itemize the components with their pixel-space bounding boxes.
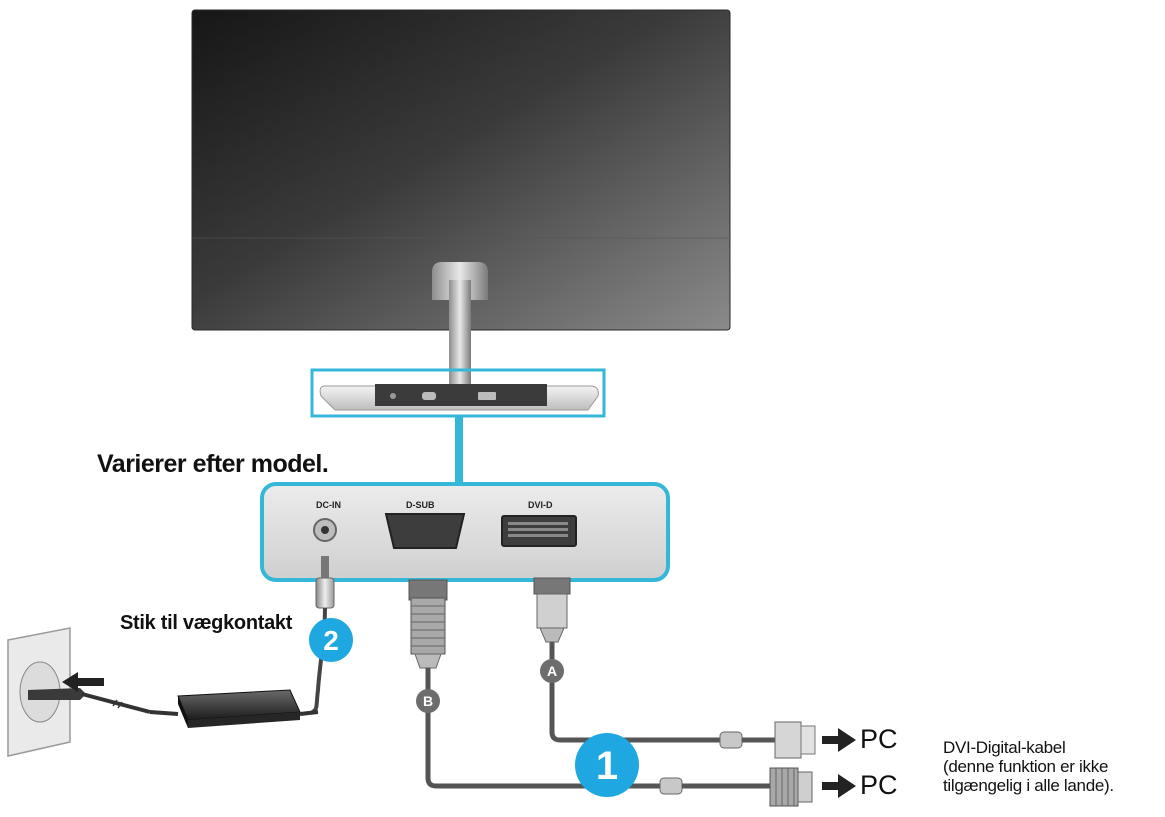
stand-neck: [449, 280, 471, 390]
pc-arrow-dsub: [822, 774, 856, 798]
port-label-dcin: DC-IN: [316, 500, 341, 510]
pc-label-dvi: PC: [860, 724, 898, 754]
dvi-cable-note: DVI-Digital-kabel (denne funktion er ikk…: [943, 738, 1163, 795]
pc-arrow-dvi: [822, 728, 856, 752]
dvi-note-line-3: tilgængelig i alle lande).: [943, 776, 1114, 795]
wall-arrow: [62, 672, 104, 692]
dvi-note-line-1: DVI-Digital-kabel: [943, 738, 1066, 757]
pc-label-dsub: PC: [860, 770, 898, 800]
port-panel-frame: [260, 482, 670, 582]
step-2-badge: [309, 618, 353, 662]
wall-outlet-label: Stik til vægkontakt: [120, 612, 293, 634]
cable-a-label: A: [547, 663, 557, 679]
cable-b-badge: [416, 689, 440, 713]
base-port-dvi: [478, 392, 496, 400]
highlight-connector-line: [455, 416, 463, 486]
base-port-strip: [375, 384, 547, 406]
dsub-port: [384, 513, 466, 549]
power-adapter: [149, 689, 319, 728]
step-2-label: 2: [323, 625, 339, 656]
port-label-dvi: DVI-D: [528, 500, 553, 510]
step-1-badge: [575, 733, 639, 797]
step-1-label: 1: [596, 744, 618, 788]
model-variation-heading: Varierer efter model.: [97, 450, 329, 478]
base-port-dcin: [390, 393, 396, 399]
cable-a-badge: [540, 659, 564, 683]
monitor: [191, 9, 731, 411]
dvi-cable: [533, 577, 816, 759]
cable-b-label: B: [423, 693, 433, 709]
port-panel: [260, 482, 670, 582]
wall-outlet: [7, 627, 151, 757]
dvi-note-line-2: (denne funktion er ikke: [943, 757, 1109, 776]
port-label-dsub: D-SUB: [406, 500, 435, 510]
base-port-dsub: [422, 392, 436, 400]
